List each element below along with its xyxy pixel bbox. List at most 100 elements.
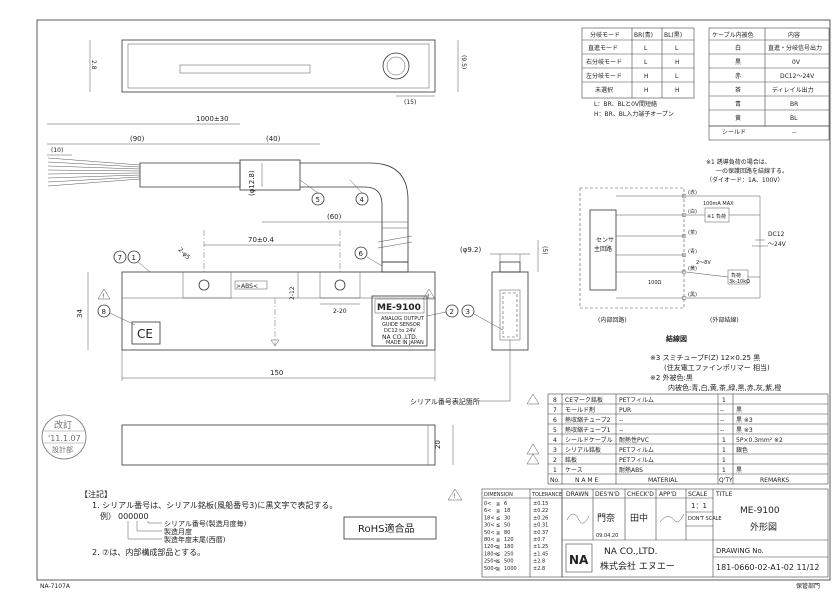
tolerance-cell: ≦ xyxy=(496,551,500,557)
tb-dno: 181-0660-02-A1-02 11/12 xyxy=(716,563,820,572)
cable-cell: 赤 xyxy=(735,73,741,80)
svg-text:!: ! xyxy=(427,293,429,300)
sensor-label1: センサ xyxy=(596,237,614,244)
note-ex: 例） xyxy=(100,511,116,521)
cable-cell: 茶 xyxy=(735,86,741,94)
left-notes: 【注記】 1. シリアル番号は、シリアル銘板(風船番号3)に黒文字で表記する。 … xyxy=(80,488,463,557)
balloon-3: 3 xyxy=(466,308,470,316)
cable-header-1: 内容 xyxy=(788,31,800,39)
part-mat: PETフィルム xyxy=(619,447,654,454)
part-rem: 黒 ※3 xyxy=(736,417,753,424)
dim-34: 34 xyxy=(76,309,84,318)
tolerance-cell: ≦ xyxy=(496,566,500,572)
tolerance-cell: 30< xyxy=(484,523,495,529)
plate-made: MADE IN JAPAN xyxy=(386,340,424,346)
mode-note-l: L：BR、BLと0V間短絡 xyxy=(594,100,657,108)
part-qty: 1 xyxy=(722,437,726,444)
tol-h2: TOLERANCE xyxy=(531,492,562,498)
tolerance-cell: 120 xyxy=(504,537,514,543)
note-2a: ※2 外被色:黒 xyxy=(650,373,693,382)
tolerance-cell: ±0.37 xyxy=(533,530,548,536)
note-digits: 000000 xyxy=(118,512,149,521)
tolerance-cell: 500 xyxy=(504,559,514,565)
dim-15: (15) xyxy=(404,99,416,106)
tolerance-cell: ≦ xyxy=(496,508,500,514)
tol-h1: DIMENSION xyxy=(484,492,513,498)
cable-cell: DC12～24V xyxy=(780,73,815,80)
tolerance-cell: ≦ xyxy=(496,523,500,529)
parts-header-rem: REMARKS xyxy=(760,477,789,484)
mode-cell: H xyxy=(644,87,649,94)
mode-cell: 右分岐モード xyxy=(586,58,622,66)
parts-header-name: N A M E xyxy=(575,477,598,484)
cable-cell: シールド xyxy=(722,129,746,136)
part-name: CEマーク銘板 xyxy=(565,396,603,404)
tolerance-cell: 500< xyxy=(484,566,498,572)
label-plate xyxy=(371,295,428,347)
tolerance-cell: ±0.22 xyxy=(533,508,548,514)
part-no: 3 xyxy=(553,447,557,454)
rohs-label: RoHS適合品 xyxy=(358,522,414,535)
part-mat: -- xyxy=(619,427,623,434)
wire-yellow: (黄) xyxy=(688,265,697,272)
max-label: 100mA MAX xyxy=(703,201,734,207)
note-1: 1. シリアル番号は、シリアル銘板(風船番号3)に黒文字で表記する。 xyxy=(92,500,337,510)
part-no: 4 xyxy=(553,437,557,444)
part-mat: 耐熱性PVC xyxy=(619,436,649,444)
dim-2-8: 2.8 xyxy=(90,60,97,70)
tolerance-cell: 6< xyxy=(484,508,491,514)
parts-header-mat: MATERIAL xyxy=(648,477,678,484)
note-2b: 内被色:青,白,黄,茶,緑,黒,赤,灰,紫,橙 xyxy=(668,383,781,392)
revision-stamp: 改訂 '11.1.07 設計部 xyxy=(41,414,87,460)
dim-70: 70±0.4 xyxy=(248,236,274,244)
part-rem: 黒 ※3 xyxy=(736,427,753,434)
sheet-border xyxy=(36,19,831,581)
part-no: 6 xyxy=(553,417,557,424)
part-qty: 1 xyxy=(722,457,726,464)
serial-callout: シリアル番号表記箇所 xyxy=(410,397,480,406)
plate-maker: NA CO.,LTD. xyxy=(382,334,418,341)
tolerance-cell: ≦ xyxy=(496,501,500,507)
part-mat: PUR xyxy=(619,407,631,414)
part-rem: 銀色 xyxy=(736,446,748,454)
tb-stamp-check: 田中 xyxy=(630,512,648,524)
plate-model: ME-9100 xyxy=(377,303,421,313)
tolerance-cell: ±0.7 xyxy=(533,537,545,543)
wire-red: (赤) xyxy=(688,190,697,196)
mode-cell: L xyxy=(644,59,648,66)
dim-5: (5) xyxy=(541,246,548,255)
side-view: (φ9.2) (5) 3 シリアル番号表記箇所 xyxy=(410,240,548,406)
tolerance-cell: ±2.8 xyxy=(533,559,545,565)
part-no: 8 xyxy=(553,397,557,404)
wire-black: (黒) xyxy=(688,292,697,298)
part-qty: -- xyxy=(720,417,724,424)
part-qty: 1 xyxy=(722,447,726,454)
cable-cell: 白 xyxy=(735,44,741,52)
wire-blue: (青) xyxy=(688,248,697,255)
tolerance-cell: 6 xyxy=(504,501,507,507)
note-3a: ※3 スミチューブF(Z) 12×0.25 黒 xyxy=(650,353,760,362)
tolerance-cell: ≦ xyxy=(496,544,500,550)
tb-name1: ME-9100 xyxy=(740,506,780,516)
balloon-1: 1 xyxy=(132,254,136,262)
part-rem: 5P×0.3mm² ※2 xyxy=(736,437,783,444)
tolerance-cell: 18< xyxy=(484,515,495,521)
v-label: 2～8V xyxy=(696,260,711,266)
circuit-note1: ※1 誘導負荷の場合は、 xyxy=(706,158,771,166)
cable-cell: 0V xyxy=(792,59,801,66)
tb-date: 09.04.20 xyxy=(596,533,618,539)
tb-scale: SCALE xyxy=(688,491,707,498)
mode-cell: 未選択 xyxy=(595,86,613,94)
dim-2-12: 2-12 xyxy=(289,286,296,300)
part-qty: 1 xyxy=(722,467,726,474)
svg-text:!: ! xyxy=(102,293,104,300)
mode-header-1: BR(青) xyxy=(634,31,653,39)
cable-cell: 黒 xyxy=(735,59,741,66)
tolerance-cell: 180 xyxy=(504,544,514,550)
tolerance-cell: ±0.26 xyxy=(533,515,548,521)
tb-dno-label: DRAWING No. xyxy=(716,547,764,555)
tb-title: TITLE xyxy=(715,491,732,498)
cable-cell: BL xyxy=(790,115,798,122)
tolerance-cell: 250 xyxy=(504,551,514,557)
wiring-circuit: ※1 誘導負荷の場合は、 一の保護回路を結線する。 （ダイオード：1A、100V… xyxy=(579,158,788,343)
